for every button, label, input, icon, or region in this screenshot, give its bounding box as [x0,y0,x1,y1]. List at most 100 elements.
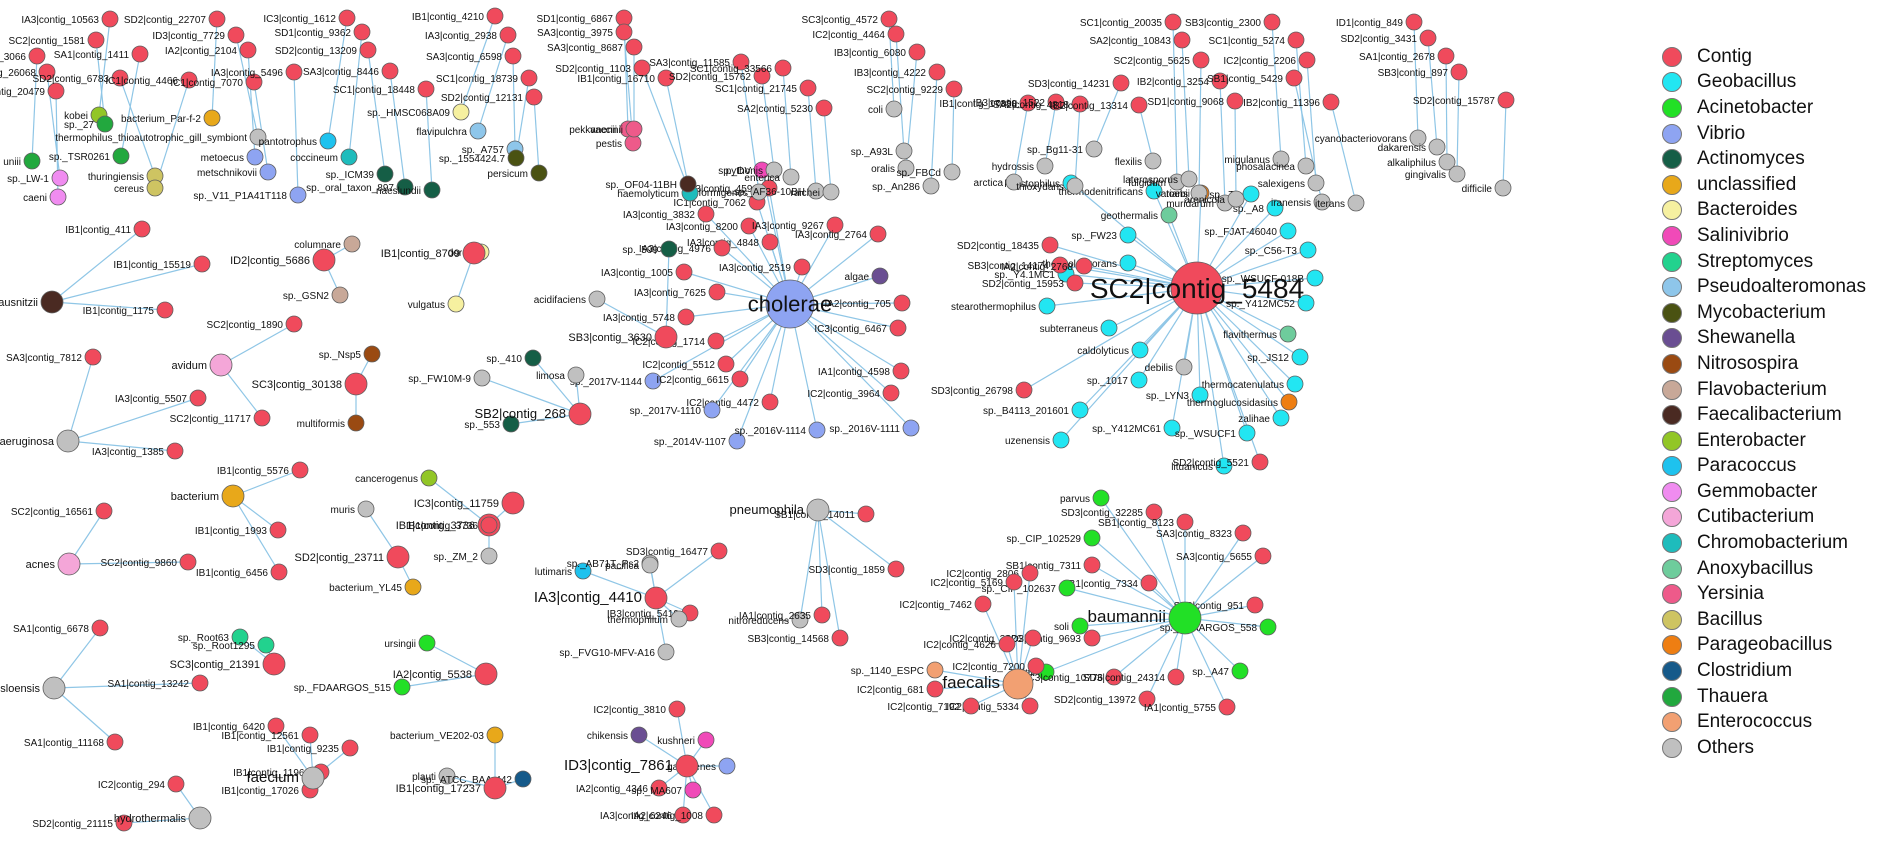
node-sc2-contig-11717: SC2|contig_11717 [170,409,271,427]
node-sd3-contig-26798: SD3|contig_26798 [931,381,1033,399]
node-algae: algae [845,267,889,285]
node-circle-contig [486,7,504,25]
node-circle-streptomyces [257,636,275,654]
node-ia3-contig-1005: IA3|contig_1005 [601,263,693,281]
node-label: flexilis [1115,157,1142,168]
hub-node-sc1-contig-26068: SC1|contig_26068 [0,63,56,81]
node-label: acidifaciens [534,295,586,306]
node-circle-contig [417,80,435,98]
node-label: debilis [1145,363,1173,374]
node-circle-geobacillus [1306,269,1324,287]
node-label: IA3|contig_5748 [603,313,676,324]
edge-11-0 [232,469,301,497]
node-circle-contig [1218,698,1236,716]
node-label: IA3|contig_2764 [795,230,868,241]
node-circle-others [1175,358,1193,376]
node-circle-contig [1322,93,1340,111]
legend-label: unclassified [1697,173,1797,195]
node-label: sp._AB71T_Ps2 [567,559,640,570]
node-label: IC1|contig_7070 [170,78,243,89]
node-label: pantotrophus [259,137,317,148]
node-ib1-contig-3736: IB1|contig_3736 [406,516,498,534]
node-thermoglucosidasius: thermoglucosidasius [1187,393,1298,411]
node-circle-unclassified [203,109,221,127]
node-circle-vibrio [902,419,920,437]
edge-5-0 [655,550,720,599]
node-label: IB1|contig_12561 [221,731,299,742]
legend-swatch [1662,635,1682,656]
node-circle-contig [1263,13,1281,31]
node-label: SA2|contig_5230 [737,104,813,115]
node-label: IC2|contig_2806 [946,569,1019,580]
node-label: IA3|contig_5496 [211,68,284,79]
edge-40-0 [348,31,363,158]
node-label: iranensis [1271,198,1311,209]
edge-19-0 [428,477,490,526]
node-circle-contig [167,775,185,793]
node-circle-contig [87,31,105,49]
legend-item-others: Others [1662,735,1898,761]
node-label: SD2|contig_15787 [1413,96,1496,107]
node-sd2-contig-13972: SD2|contig_13972 [1054,690,1156,708]
node-ic2-contig-3810: IC2|contig_3810 [593,700,686,718]
node-label: sp._ZM_2 [434,552,479,563]
node-circle-contig [1024,629,1042,647]
legend-item-enterococcus: Enterococcus [1662,709,1898,735]
node-sp-nsp5: sp._Nsp5 [319,345,381,363]
hub-node-faecalis: faecalis [942,668,1034,700]
node-circle-gemmobacter [51,169,69,187]
node-cyanobacteriovorans: cyanobacteriovorans [1315,129,1427,147]
node-label: SC2|contig_16561 [11,507,94,518]
node-circle-contig [1047,93,1065,111]
node-sp-fdaargos-558: sp._FDAARGOS_558 [1160,618,1277,636]
node-ia3-contig-3832: IA3|contig_3832 [623,205,715,223]
node-circle-unclassified [221,484,245,508]
node-circle-others [1005,173,1023,191]
node-sp-2016v-1114: sp._2016V-1114 [735,421,826,439]
node-label: toebii [1166,189,1190,200]
node-sd3-contig-16477: SD3|contig_16477 [626,542,728,560]
node-sd3-contig-24314: SD3|contig_24314 [1083,668,1185,686]
node-circle-contig [386,545,410,569]
node-label: SA2|contig_4818 [993,100,1069,111]
node-circle-contig [731,370,749,388]
node-label: subterraneus [1040,324,1098,335]
node-label: SC2|contig_1890 [206,320,283,331]
legend-item-thauera: Thauera [1662,684,1898,710]
node-circle-others [480,547,498,565]
node-circle-geobacillus [1131,341,1149,359]
node-label: IA3|contig_5507 [115,394,188,405]
edge-12-2 [67,440,176,452]
edge-74-0 [1271,21,1282,160]
node-circle-contig [262,652,286,676]
node-circle-contig [101,10,119,28]
node-circle-geobacillus [1279,222,1297,240]
node-label: sp._JS12 [1247,353,1289,364]
node-label: SA3|contig_5655 [1176,552,1252,563]
node-label: SC3|contig_30138 [252,379,342,391]
node-label: sp._DV [718,166,751,177]
edge-8-0 [532,357,581,415]
legend-item-yersinia: Yersinia [1662,581,1898,607]
node-circle-pseudoalteromonas [469,122,487,140]
node-ic2-contig-2806: IC2|contig_2806 [946,564,1039,582]
node-label: soli [1054,622,1069,633]
node-muris: muris [331,500,375,518]
node-sp-of04-11bh: sp._OF04-11BH [605,175,697,193]
hub-node-sc2-contig-5484: SC2|contig_5484 [1090,261,1304,315]
node-circle-contig [882,384,900,402]
node-zalihae: zalihae [1238,409,1290,427]
node-label: haemolyticum [617,189,679,200]
node-label: IC2|contig_5512 [642,360,715,371]
edge-41-0 [367,49,386,175]
node-circle-contig [668,700,686,718]
node-label: SD3|contig_24314 [1083,673,1166,684]
node-sp-root63: sp._Root63 [178,628,249,646]
node-circle-contig [1246,596,1264,614]
node-label: sp._Y4.1MC1 [994,270,1055,281]
node-persicum: persicum [487,164,548,182]
node-circle-enterococcus [926,661,944,679]
edge-23-0 [665,248,670,338]
node-label: IC2|contig_3326 [949,634,1022,645]
edge-31-0 [120,53,141,157]
